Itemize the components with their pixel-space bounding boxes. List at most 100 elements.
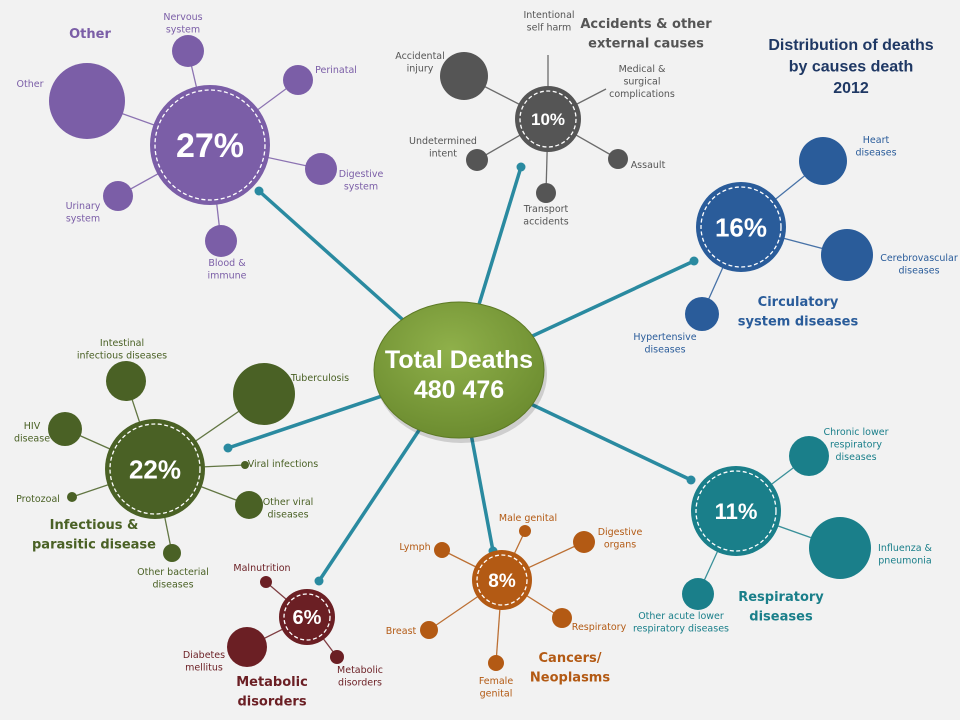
cancers-hub [472,550,532,610]
sub-cause-bubble [488,655,504,671]
cancers-percent: 8% [488,571,516,592]
accidents-hub [515,86,581,152]
sub-cause-bubble [227,627,267,667]
sub-cause-label: Male genital [499,513,557,524]
total-deaths-label: Total Deaths [385,346,533,374]
sub-cause-bubble [466,149,488,171]
sub-cause-label: Lymph [399,542,430,553]
sub-cause-bubble [536,183,556,203]
metabolic-percent: 6% [293,607,322,629]
hub-dashed-ring [283,593,331,641]
sub-cause-bubble [789,436,829,476]
sub-cause-bubble [799,137,847,185]
hub-dashed-ring [519,90,577,148]
sub-cause-bubble [420,621,438,639]
hub-dashed-ring [695,470,777,552]
accidents-percent: 10% [531,110,565,129]
sub-cause-label: Blood &immune [207,258,246,282]
sub-cause-bubble [821,229,873,281]
hub-dashed-ring [154,89,266,201]
sub-cause-bubble [519,525,531,537]
cancers-title: Cancers/Neoplasms [530,651,610,686]
metabolic-hub [279,589,335,645]
circulatory-connector-dot [689,256,699,266]
respiratory-percent: 11% [715,499,758,524]
circulatory-percent: 16% [715,212,767,242]
sub-cause-bubble [233,363,295,425]
hub-dashed-ring [476,554,528,606]
sub-cause-label: Assault [631,160,666,171]
other-connector-dot [254,186,264,196]
sub-cause-bubble [205,225,237,257]
sub-cause-bubble [552,608,572,628]
sub-cause-bubble [330,650,344,664]
infectious-percent: 22% [129,454,181,484]
sub-cause-bubble [106,361,146,401]
sub-cause-bubble [685,297,719,331]
sub-cause-bubble [283,65,313,95]
sub-cause-bubble [172,35,204,67]
sub-cause-label: Perinatal [315,65,357,76]
sub-cause-label: Breast [386,626,417,637]
sub-cause-label: Other [17,79,44,90]
sub-cause-bubble [440,52,488,100]
sub-cause-bubble [434,542,450,558]
sub-cause-label: Influenza &pneumonia [878,543,933,567]
sub-cause-bubble [49,63,125,139]
respiratory-hub [691,466,781,556]
sub-cause-bubble [260,576,272,588]
sub-cause-bubble [67,492,77,502]
metabolic-connector-dot [314,576,324,586]
circulatory-hub [696,182,786,272]
sub-cause-label: Malnutrition [233,563,290,574]
sub-cause-bubble [573,531,595,553]
total-deaths-ellipse [373,301,545,439]
sub-cause-label: Protozoal [16,494,60,505]
infectious-hub [105,419,205,519]
sub-cause-label: Tuberculosis [290,373,349,384]
respiratory-connector-dot [686,475,696,485]
sub-cause-label: Respiratory [572,622,627,633]
hub-dashed-ring [109,423,201,515]
sub-cause-bubble [608,149,628,169]
sub-cause-bubble [305,153,337,185]
infectious-connector-dot [223,443,233,453]
other-percent: 27% [176,127,244,165]
total-deaths-value: 480 476 [414,376,504,404]
sub-cause-bubble [48,412,82,446]
sub-cause-label: Viral infections [248,459,319,470]
sub-cause-bubble [809,517,871,579]
